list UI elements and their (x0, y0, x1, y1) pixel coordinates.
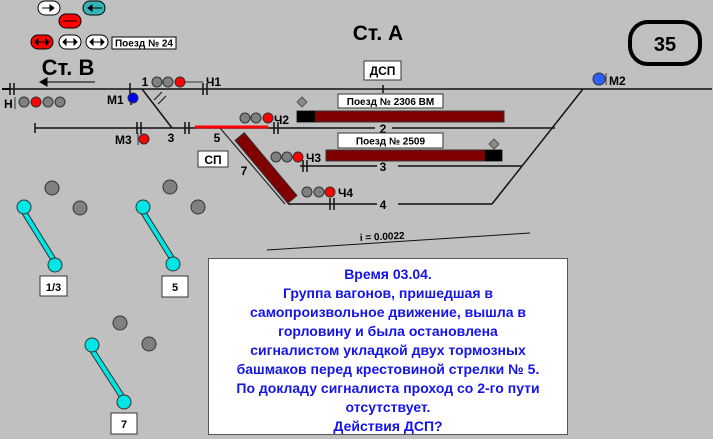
track-3-label: 3 (380, 160, 387, 174)
signal-m1 (127, 92, 139, 104)
signal-n (14, 96, 66, 109)
message-line: горловину и была остановлена (278, 323, 498, 339)
locomotive (297, 111, 315, 122)
direction-arrow-icon (38, 77, 95, 87)
signal-n-label: Н (4, 97, 13, 111)
station-b-title: Ст. В (42, 55, 95, 80)
switch-lever-7[interactable]: 7 (84, 315, 157, 435)
signal-ch2 (239, 112, 274, 124)
message-line: По докладу сигналиста проход со 2-го пут… (236, 380, 540, 396)
message-question: Действия ДСП? (333, 418, 443, 434)
svg-text:1/3: 1/3 (46, 282, 61, 294)
signal-m2-label: М2 (609, 74, 626, 88)
headlight-icon (296, 96, 308, 108)
svg-text:СП: СП (204, 153, 221, 167)
legend-train-label: Поезд № 24 (115, 39, 173, 50)
sp-box[interactable]: СП (197, 150, 229, 168)
signal-m3 (137, 133, 150, 145)
switch-1-label: 1 (142, 75, 149, 89)
switch-lever-5[interactable]: 5 (135, 179, 206, 298)
legend-controls[interactable]: Поезд № 24 (30, 0, 177, 50)
switch-lever-1-3[interactable]: 1/3 (16, 180, 88, 297)
switch-5-label: 5 (214, 131, 221, 145)
arrow-left-icon (87, 4, 102, 12)
signal-ch1 (151, 76, 203, 88)
gradient-line (266, 232, 531, 251)
svg-text:Поезд № 2306 ВМ: Поезд № 2306 ВМ (347, 97, 434, 108)
svg-text:Поезд № 2509: Поезд № 2509 (356, 137, 426, 148)
tracks (2, 83, 712, 210)
slide-number-badge (628, 20, 702, 66)
svg-text:7: 7 (121, 419, 127, 431)
slide-number: 35 (654, 34, 676, 56)
signal-ch3-label: Ч3 (306, 151, 321, 165)
dsp-box[interactable]: ДСП (363, 60, 402, 81)
signals[interactable] (14, 72, 607, 198)
switch-7-label: 7 (241, 164, 248, 178)
double-arrow-icon (34, 37, 50, 47)
track-2-label: 2 (380, 122, 387, 136)
arrow-right-icon (42, 4, 55, 12)
message-line: Группа вагонов, пришедшая в (282, 285, 494, 301)
train-2509[interactable]: Поезд № 2509 (325, 132, 503, 162)
signal-ch4 (301, 186, 336, 198)
double-arrow-icon (89, 37, 105, 47)
message-line: сигналистом укладкой двух тормозных (250, 342, 526, 358)
message-line: отсутствует. (345, 399, 431, 415)
signal-ch2-label: Ч2 (274, 113, 289, 127)
signal-m3-label: М3 (115, 133, 132, 147)
train-2306[interactable]: Поезд № 2306 ВМ (296, 93, 505, 123)
signal-ch4-label: Ч4 (338, 186, 353, 200)
signal-m2 (592, 72, 607, 86)
locomotive (485, 150, 502, 161)
signal-m1-label: М1 (107, 93, 124, 107)
double-arrow-icon (62, 37, 78, 47)
svg-text:ДСП: ДСП (370, 64, 396, 78)
station-a-title: Ст. А (353, 22, 403, 45)
headlight-icon (488, 138, 500, 150)
message-line: Время 03.04. (344, 266, 432, 282)
track-4-label: 4 (380, 198, 387, 212)
gradient-label: i = 0.0022 (360, 231, 406, 244)
message-line: башмаков перед крестовиной стрелки № 5. (236, 361, 540, 377)
signal-ch3 (270, 151, 304, 163)
runaway-wagons[interactable] (234, 132, 298, 204)
message-line: самопроизвольное движение, вышла в (249, 304, 527, 320)
svg-text:5: 5 (172, 282, 178, 294)
task-message-box: Время 03.04. Группа вагонов, пришедшая в… (208, 258, 568, 435)
signal-ch1-label: Ч1 (206, 75, 221, 89)
switch-3-label: 3 (168, 131, 175, 145)
